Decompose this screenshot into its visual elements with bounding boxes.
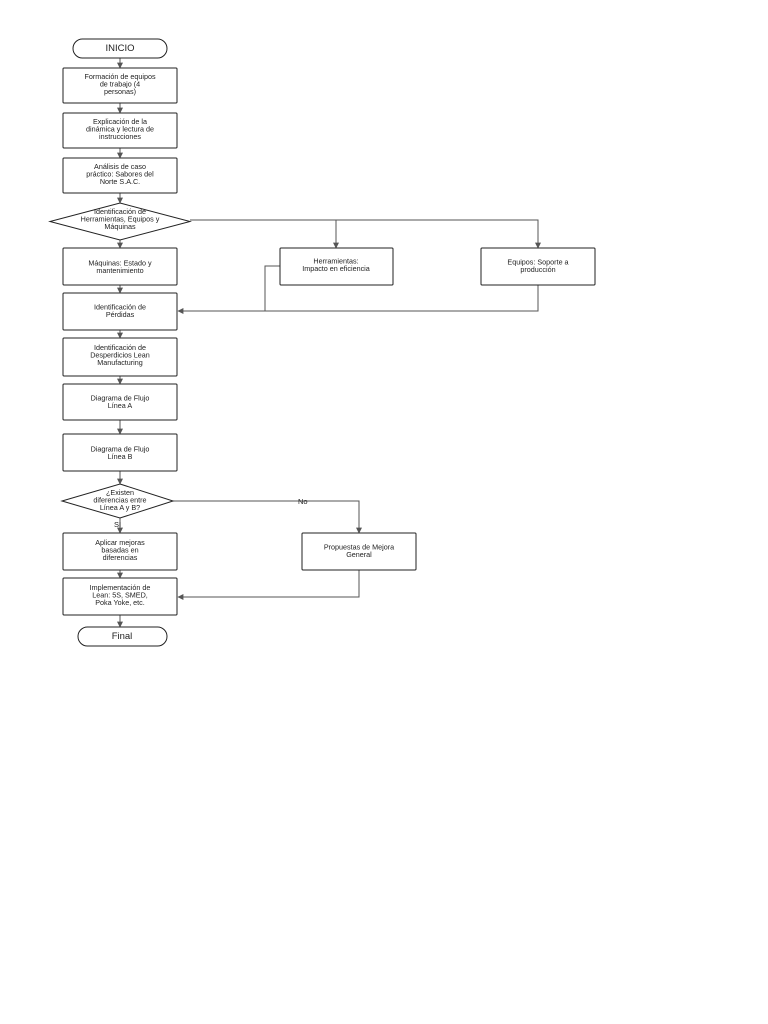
implementacion-label-line: Implementación de <box>90 583 151 592</box>
herramientas-label-line: Impacto en eficiencia <box>302 264 370 273</box>
perdidas-label-line: Pérdidas <box>106 310 135 319</box>
edge-label-si: SI <box>114 520 121 529</box>
edge-propuestas-implementacion <box>177 570 360 600</box>
decision-label-line: Línea A y B? <box>100 503 140 512</box>
edge-equipos-perdidas <box>265 285 539 312</box>
desperdicios-label-line: Manufacturing <box>97 358 143 367</box>
diagrama-a-label-line: Línea A <box>108 401 133 410</box>
implementacion-label-line: Lean: 5S, SMED, <box>92 590 148 599</box>
propuestas-label-line: General <box>346 550 372 559</box>
herramientas-label-line: Herramientas: <box>313 257 358 266</box>
node-herramientas: Herramientas:Impacto en eficiencia <box>279 247 394 286</box>
identificacion-hem-label-line: Máquinas <box>104 222 136 231</box>
aplicar-label-line: Aplicar mejoras <box>95 538 145 547</box>
node-inicio: INICIO <box>72 38 168 59</box>
inicio-label-line: INICIO <box>105 43 134 54</box>
diagrama-a-label-line: Diagrama de Flujo <box>91 394 150 403</box>
edge-decision-propuestas <box>173 500 362 534</box>
formacion-label-line: de trabajo (4 <box>100 79 140 88</box>
explicacion-label-line: dinámica y lectura de <box>86 124 154 133</box>
explicacion-label-line: Explicación de la <box>93 117 147 126</box>
edge-identificacion-equipos <box>336 219 541 249</box>
desperdicios-label-line: Desperdicios Lean <box>90 350 150 359</box>
edges <box>117 58 541 628</box>
edge-label-no: No <box>298 497 308 506</box>
maquinas-label-line: mantenimiento <box>96 266 143 275</box>
diagrama-b-label-line: Línea B <box>108 452 133 461</box>
equipos-label-line: Equipos: Soporte a <box>507 258 568 267</box>
perdidas-label-line: Identificación de <box>94 303 146 312</box>
identificacion-hem-label-line: Identificación de <box>94 207 146 216</box>
propuestas-label-line: Propuestas de Mejora <box>324 543 394 552</box>
node-final: Final <box>77 626 168 647</box>
analisis-label-line: Norte S.A.C. <box>100 177 140 186</box>
equipos-label-line: producción <box>520 265 555 274</box>
edge-identificacion-herramientas <box>190 219 339 249</box>
node-final-label: Final <box>112 631 133 642</box>
desperdicios-label-line: Identificación de <box>94 343 146 352</box>
implementacion-label-line: Poka Yoke, etc. <box>95 598 145 607</box>
aplicar-label-line: diferencias <box>103 553 138 562</box>
diagrama-b-label-line: Diagrama de Flujo <box>91 445 150 454</box>
edge-herramientas-perdidas <box>177 265 280 314</box>
node-inicio-label: INICIO <box>105 43 134 54</box>
node-herramientas-label: Herramientas:Impacto en eficiencia <box>302 257 370 274</box>
final-label-line: Final <box>112 631 133 642</box>
formacion-label-line: personas) <box>104 87 136 96</box>
formacion-label-line: Formación de equipos <box>84 72 156 81</box>
maquinas-label-line: Máquinas: Estado y <box>88 259 152 268</box>
decision-label-line: diferencias entre <box>93 495 146 504</box>
analisis-label-line: práctico: Sabores del <box>86 169 154 178</box>
explicacion-label-line: instrucciones <box>99 132 141 141</box>
aplicar-label-line: basadas en <box>101 545 138 554</box>
analisis-label-line: Análisis de caso <box>94 162 146 171</box>
decision-label-line: ¿Existen <box>106 488 134 497</box>
identificacion-hem-label-line: Herramientas, Equipos y <box>81 214 160 223</box>
